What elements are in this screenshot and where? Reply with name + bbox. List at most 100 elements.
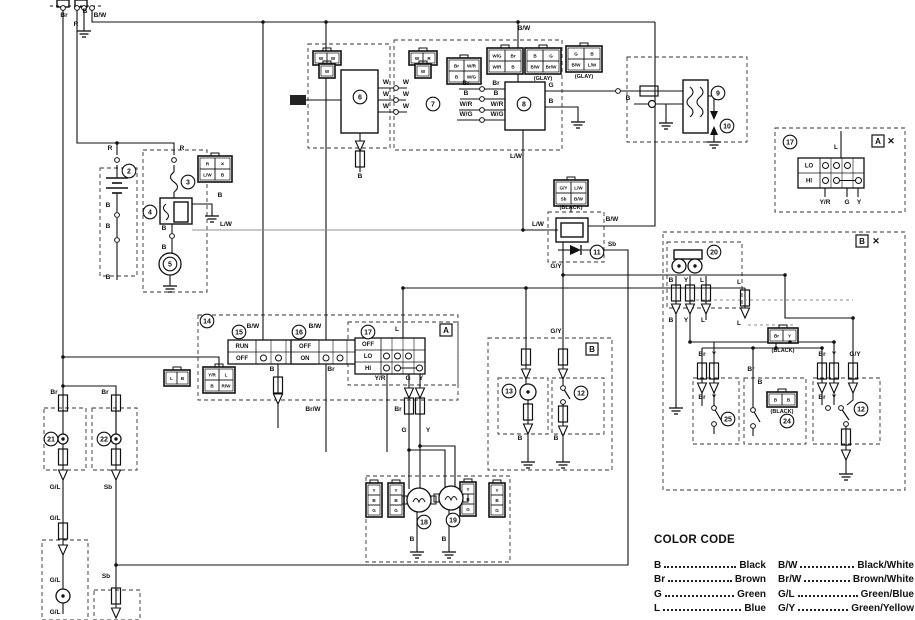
bullet-connector-icon	[670, 303, 682, 316]
component-number-label: 6	[358, 95, 362, 102]
pin-connector-icon	[696, 362, 708, 380]
symbol-path	[162, 203, 170, 221]
connector-pin-label: B	[590, 51, 594, 56]
connector-pin-label: W	[319, 56, 324, 61]
switch-position-label: RUN	[236, 344, 249, 350]
bullet-connector-icon	[816, 382, 828, 395]
connector-pin-label: L	[225, 372, 228, 377]
dashed-group-box	[662, 231, 906, 491]
wire-label: B	[270, 366, 275, 373]
wire	[91, 8, 655, 23]
component-box	[504, 81, 546, 131]
wire-label: Br	[50, 389, 58, 396]
connector-pin-label: W	[421, 69, 426, 74]
component-number-8	[516, 96, 532, 112]
group-letter-box	[871, 134, 885, 148]
switch-contact-icon	[260, 354, 267, 362]
component-number-4	[142, 204, 158, 220]
connector-cell	[463, 70, 480, 83]
switch-contact-icon	[394, 364, 401, 372]
bullet-connector-icon	[840, 449, 852, 462]
wire	[116, 249, 629, 566]
wire-label: Sb	[608, 241, 616, 248]
legend-leader	[663, 609, 742, 611]
connector-cell	[504, 60, 522, 73]
component-number-label: 10	[723, 124, 731, 131]
connector-grid	[387, 482, 405, 518]
wire-label: G	[405, 375, 410, 382]
component-number-label: 17	[786, 140, 794, 147]
connector-pin-label: Br	[454, 63, 459, 68]
connector-pin-label: B	[511, 64, 515, 69]
group-letter: A	[443, 326, 449, 335]
wire-label: B	[554, 435, 559, 442]
wire-label: G/Y	[550, 328, 562, 335]
switch-contact-icon	[405, 352, 412, 360]
wire-label: (GLAY)	[575, 74, 594, 80]
connector-pin-label: W	[331, 56, 336, 61]
connector-pin-label: G	[372, 508, 376, 513]
wire	[402, 287, 745, 338]
wire-label: B	[442, 536, 447, 543]
connector-pin-label: W/R	[493, 64, 503, 69]
pin-connector-icon	[110, 587, 122, 605]
wire-label: Br	[698, 394, 706, 401]
wire-label: Br	[60, 12, 68, 19]
wire-label: Y	[832, 351, 837, 358]
switch-contact-icon	[383, 364, 390, 372]
wire-label: Y	[832, 394, 837, 401]
component-number-label: 7	[431, 102, 435, 109]
connector-pin-label: ✕	[221, 161, 225, 166]
bullet-connector-icon	[110, 469, 122, 482]
connector-cell	[389, 504, 403, 516]
filament-icon	[61, 594, 65, 598]
wire	[522, 130, 558, 231]
dashed-group-box	[497, 377, 549, 435]
junction-dot	[774, 346, 778, 350]
connector-cell	[583, 58, 601, 71]
connector-cell	[367, 504, 381, 516]
wire-label: Y	[684, 277, 689, 284]
switch-contact-icon	[855, 177, 862, 184]
connector-pin-label: L/W	[588, 62, 597, 67]
connector-cell	[461, 503, 475, 515]
pin-connector-icon	[57, 448, 69, 466]
connector-pin-label: G	[394, 508, 398, 513]
component-number-20	[706, 244, 722, 260]
legend-leader	[800, 565, 855, 568]
bullet-connector-icon	[700, 303, 712, 316]
component-number-label: 15	[235, 330, 243, 337]
bullet-connector-icon	[557, 368, 569, 381]
connector-joint-icon	[114, 212, 120, 218]
legend-leader	[668, 580, 732, 582]
component-number-24	[779, 413, 795, 429]
connector-pin-label: R/W	[222, 383, 232, 388]
wire-label: Br	[818, 351, 826, 358]
wire-label: L/W	[510, 153, 523, 160]
legend-code: B	[654, 559, 662, 571]
connector-cell	[781, 393, 796, 406]
wire-label: B	[83, 8, 88, 15]
component-number-6	[352, 89, 368, 105]
connector-joint-icon	[114, 237, 120, 243]
wire-label: B	[669, 277, 674, 284]
junction-dot	[61, 355, 65, 359]
filament-icon	[693, 264, 697, 268]
legend-name: Brown	[734, 574, 766, 585]
wire	[846, 363, 854, 406]
connector-joint-icon	[560, 385, 566, 391]
wire-label: L	[737, 279, 741, 286]
bullet-connector-icon	[403, 387, 415, 400]
wire-label: B	[162, 225, 167, 232]
wire-label: L/W	[220, 221, 233, 228]
connector-pin-label: W/G	[492, 53, 502, 58]
connector-pin-label: L/W	[574, 185, 583, 190]
wire-label: Y	[857, 199, 862, 206]
group-letter-box	[855, 234, 869, 248]
wire-label: Br	[327, 366, 335, 373]
filament-icon	[61, 437, 65, 441]
